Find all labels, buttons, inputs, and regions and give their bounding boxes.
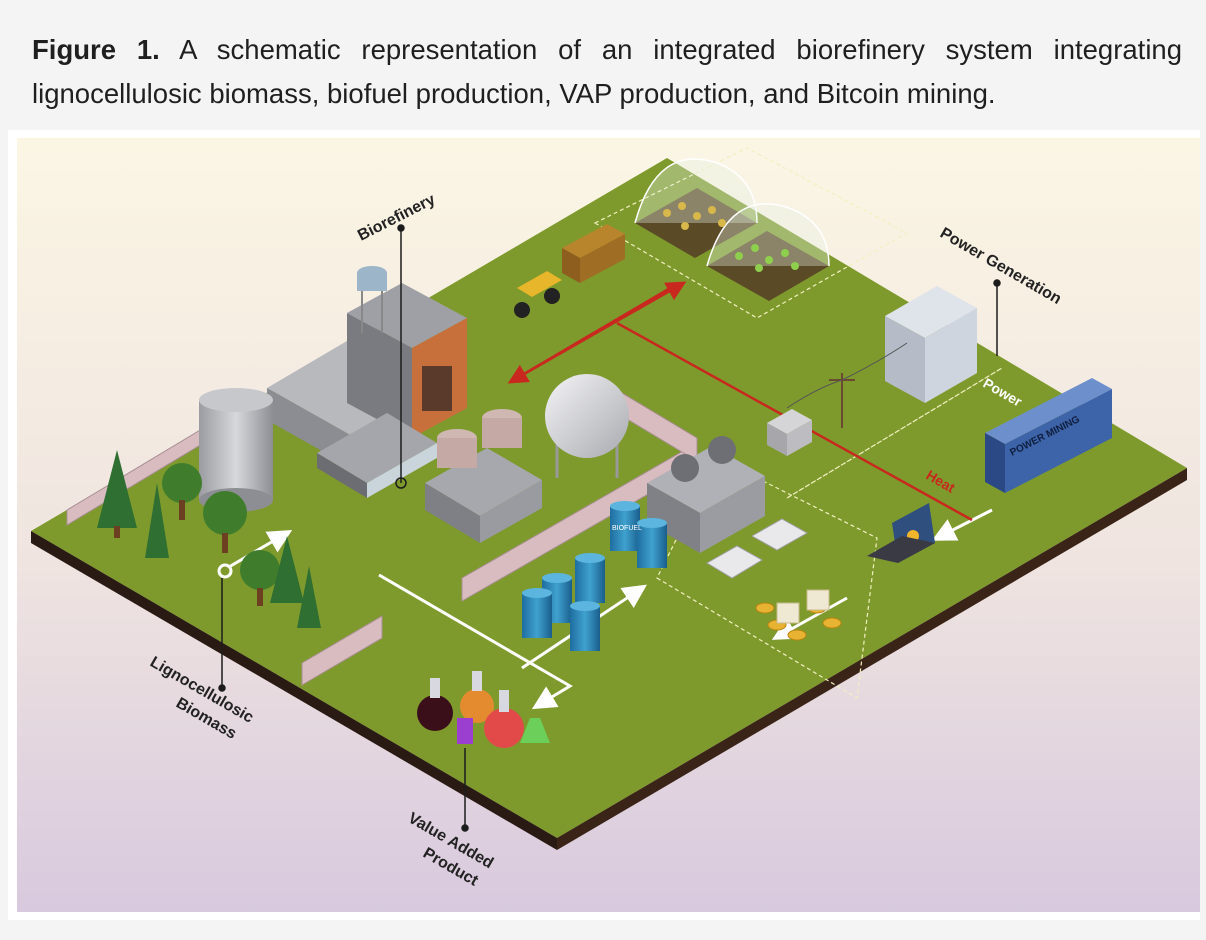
server-box	[767, 409, 812, 456]
figure-label: Figure 1.	[32, 34, 160, 65]
water-tower	[357, 266, 387, 333]
cooling-towers	[425, 409, 542, 543]
ac-fan-units	[706, 518, 809, 579]
trees	[97, 450, 321, 628]
tractor-with-trailer	[514, 224, 625, 318]
greenhouses	[634, 158, 830, 301]
storage-silo	[199, 388, 273, 512]
fan-cooling-unit	[647, 436, 765, 553]
biofuel-drums: BIOFUEL	[522, 501, 667, 651]
biofuel-drum-text: BIOFUEL	[612, 525, 642, 532]
figure-caption: Figure 1. A schematic representation of …	[32, 28, 1182, 116]
value-added-product-flasks	[417, 671, 550, 748]
power-generation-rack	[885, 286, 977, 403]
biorefinery-illustration: POWER MINING BIOFUEL	[17, 138, 1200, 912]
caption-text: A schematic representation of an integra…	[32, 34, 1183, 109]
utility-pole	[786, 342, 908, 428]
biorefinery-building	[267, 283, 467, 498]
callout-lines	[218, 224, 1001, 832]
power-mining-container: POWER MINING	[985, 378, 1112, 493]
laptop-icon	[867, 503, 935, 563]
gas-sphere-tank	[545, 374, 629, 478]
bitcoin-coins	[755, 589, 842, 641]
